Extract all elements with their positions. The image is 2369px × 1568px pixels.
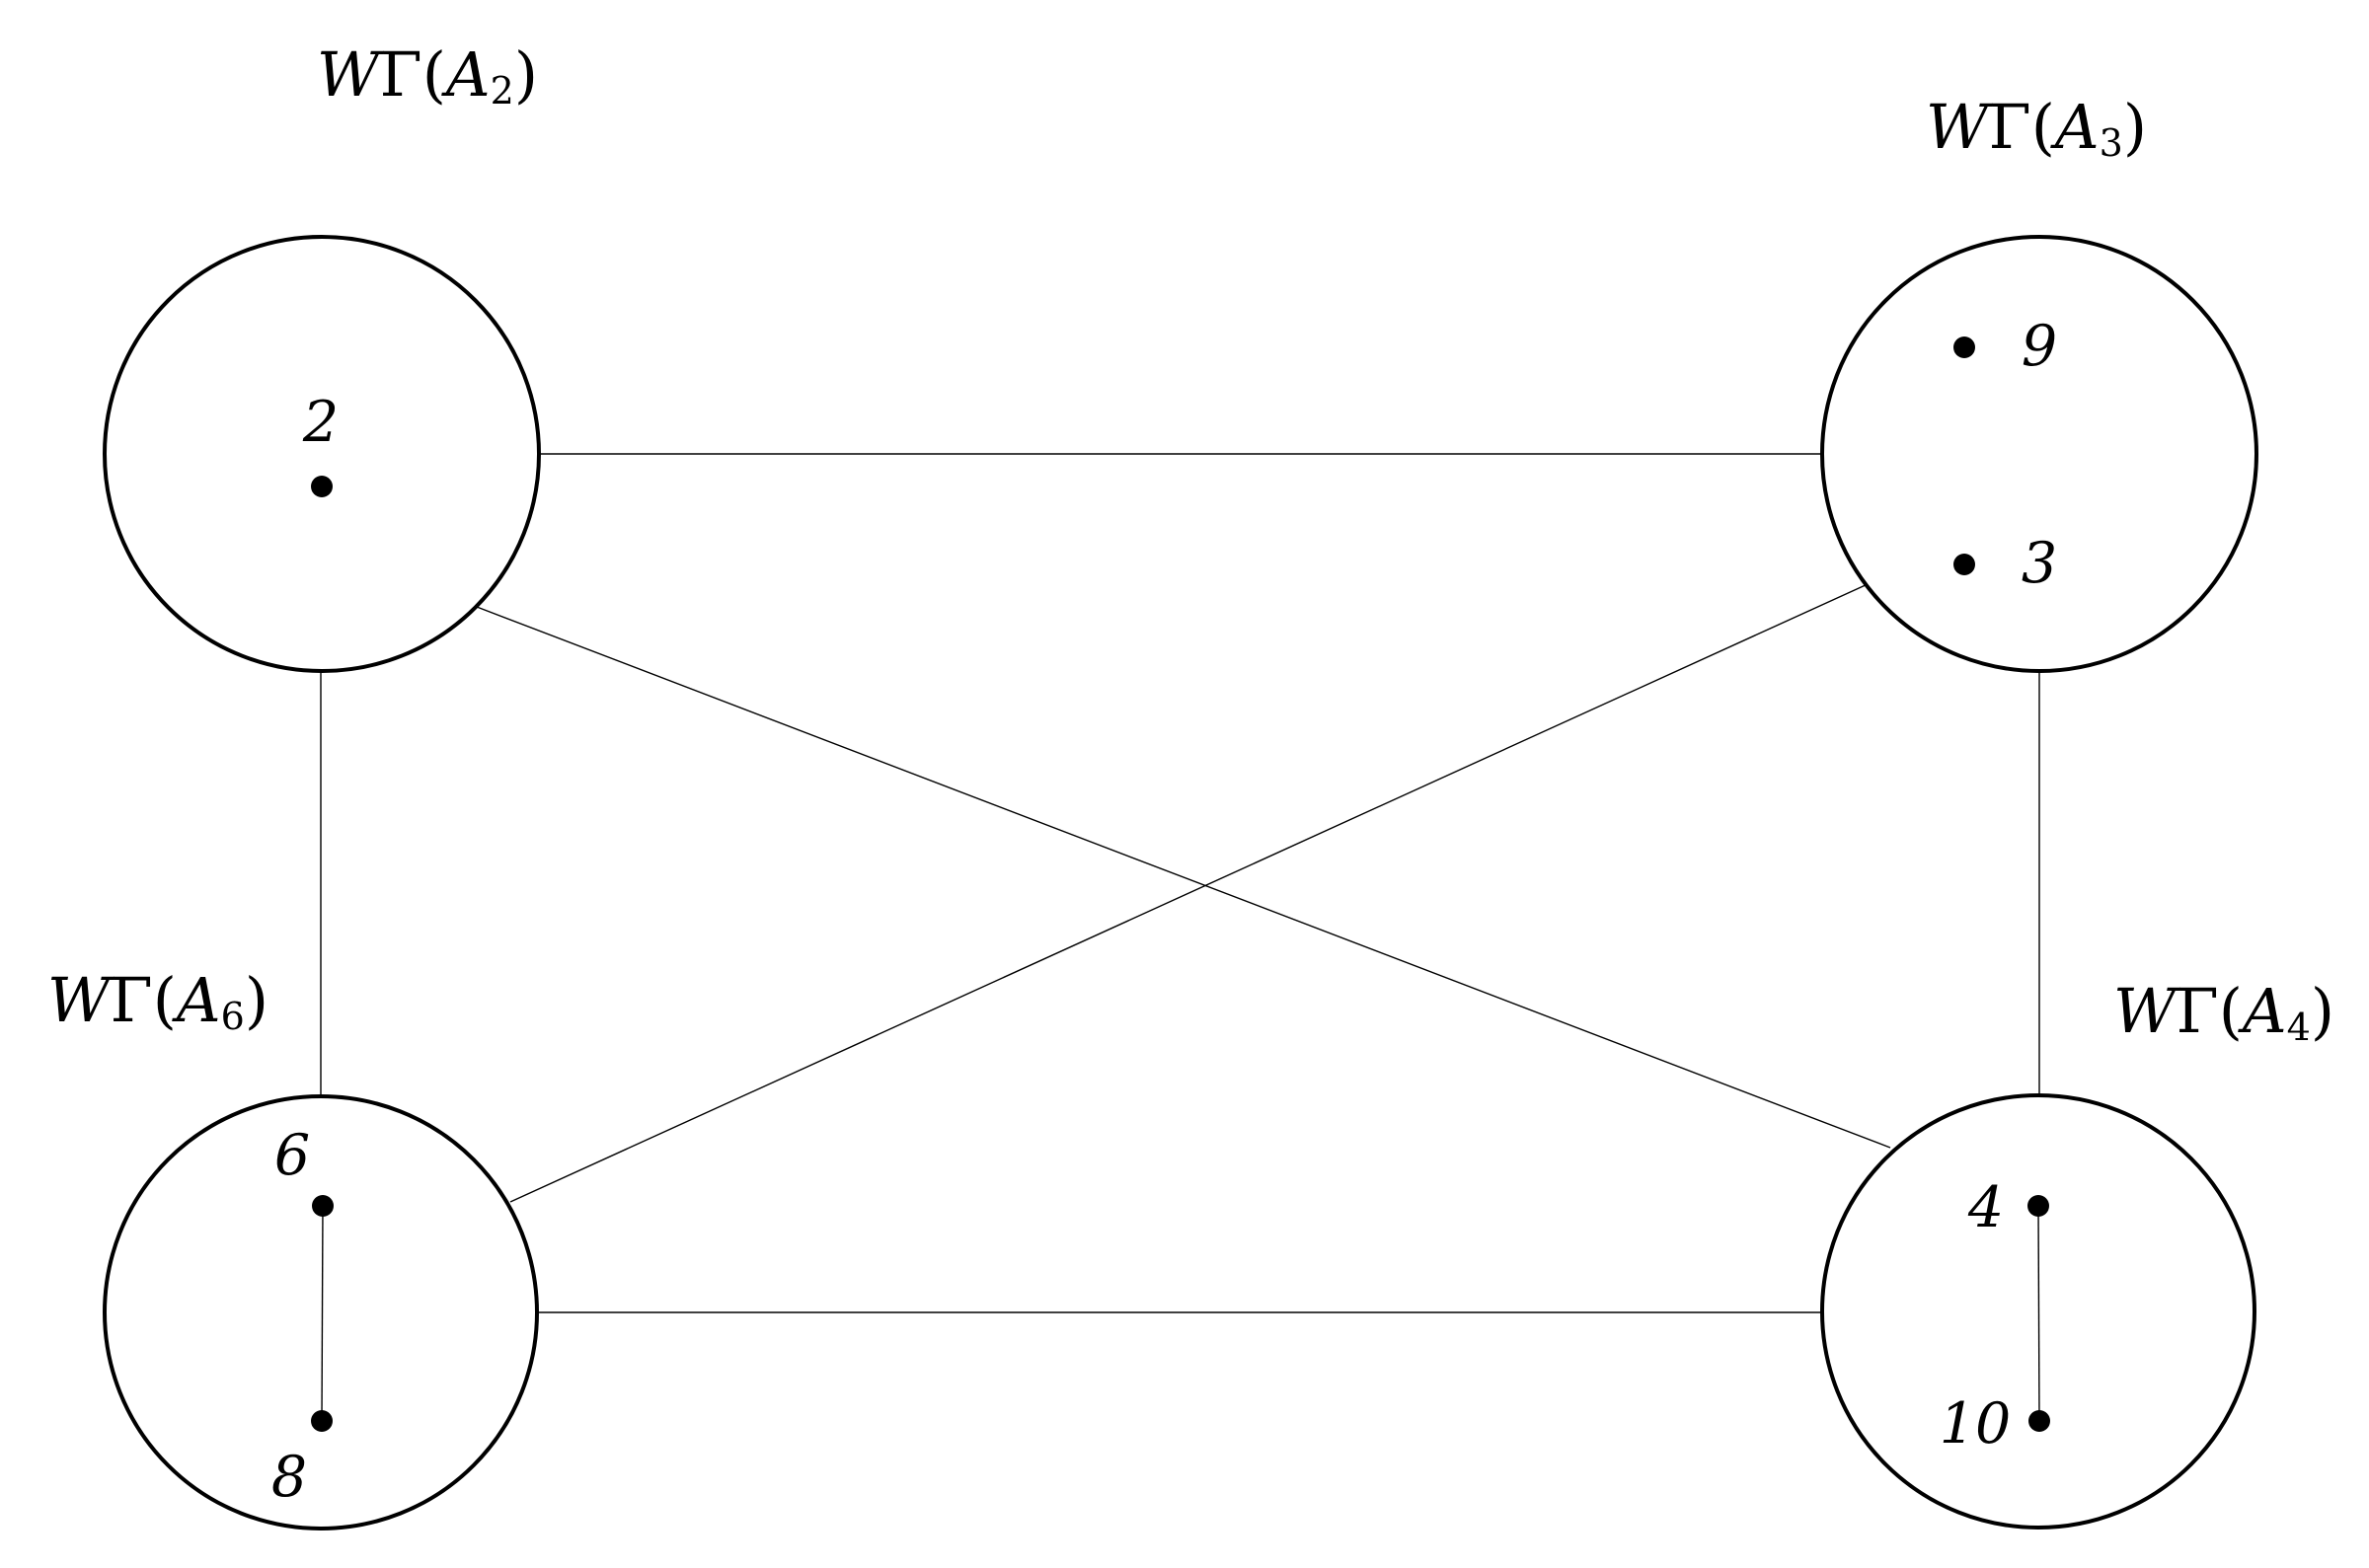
group-circle-A2 bbox=[103, 235, 541, 673]
point-dot-9 bbox=[1953, 336, 1975, 358]
point-label-6: 6 bbox=[274, 1123, 310, 1188]
point-label-3: 3 bbox=[2022, 531, 2057, 596]
group-label-A3: WΓ(A3) bbox=[1926, 91, 2147, 165]
point-label-9: 9 bbox=[2022, 314, 2057, 379]
point-dot-3 bbox=[1953, 554, 1975, 575]
group-label-A2: WΓ(A2) bbox=[317, 38, 538, 112]
point-label-4: 4 bbox=[1967, 1175, 2004, 1240]
group-A3: WΓ(A3) 9 3 bbox=[1820, 91, 2258, 673]
group-A4: WΓ(A4) 4 10 bbox=[1820, 975, 2334, 1530]
point-label-8: 8 bbox=[271, 1445, 307, 1510]
point-dot-8 bbox=[311, 1410, 333, 1432]
group-A2: WΓ(A2) 2 bbox=[103, 38, 541, 673]
point-dot-2 bbox=[311, 476, 333, 497]
point-dot-4 bbox=[2027, 1195, 2049, 1217]
edge-A2-A4 bbox=[476, 606, 1891, 1149]
point-label-10: 10 bbox=[1940, 1391, 2012, 1456]
group-label-A4: WΓ(A4) bbox=[2113, 975, 2334, 1049]
edge-A3-A6 bbox=[509, 583, 1869, 1203]
group-A6: WΓ(A6) 6 8 bbox=[47, 964, 539, 1531]
group-circle-A3 bbox=[1820, 235, 2258, 673]
point-label-2: 2 bbox=[302, 390, 339, 455]
point-dot-6 bbox=[312, 1195, 334, 1217]
inner-edge-A4-4-10 bbox=[2037, 1205, 2040, 1422]
point-dot-10 bbox=[2028, 1410, 2050, 1432]
inner-edge-A6-6-8 bbox=[321, 1205, 324, 1422]
group-label-A6: WΓ(A6) bbox=[47, 964, 268, 1038]
group-circle-A6 bbox=[103, 1094, 539, 1531]
group-circle-A4 bbox=[1820, 1093, 2256, 1530]
